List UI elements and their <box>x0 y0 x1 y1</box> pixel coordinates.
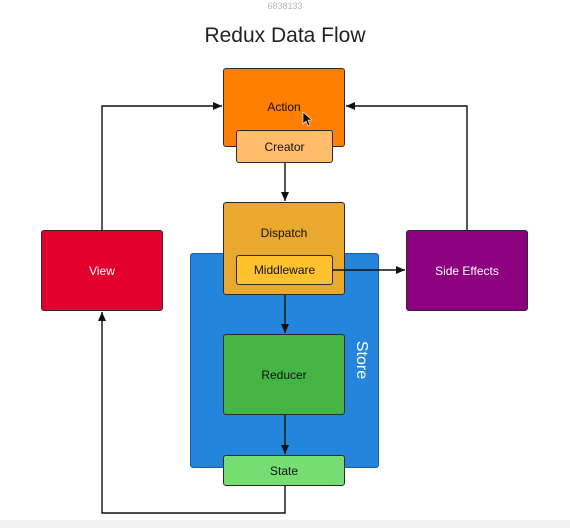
dispatch-label: Dispatch <box>260 226 308 240</box>
reducer-node: Reducer <box>223 334 345 415</box>
middleware-label: Middleware <box>253 263 316 277</box>
view-label: View <box>89 263 115 278</box>
arrow-side-effects-to-action <box>346 102 468 230</box>
arrow-view-to-action <box>101 102 222 230</box>
creator-node: Creator <box>236 130 333 163</box>
side-effects-label: Side Effects <box>435 263 499 278</box>
side-effects-node: Side Effects <box>406 230 528 311</box>
state-node: State <box>223 455 345 486</box>
reducer-label: Reducer <box>261 367 307 382</box>
action-label: Action <box>267 100 301 114</box>
bottom-bar <box>0 520 570 528</box>
view-node: View <box>41 230 163 311</box>
image-id-label: 6838133 <box>267 1 303 11</box>
diagram-title: Redux Data Flow <box>204 24 366 47</box>
middleware-node: Middleware <box>236 255 333 285</box>
state-label: State <box>269 463 299 478</box>
creator-label: Creator <box>264 139 305 154</box>
store-label: Store <box>353 340 370 380</box>
